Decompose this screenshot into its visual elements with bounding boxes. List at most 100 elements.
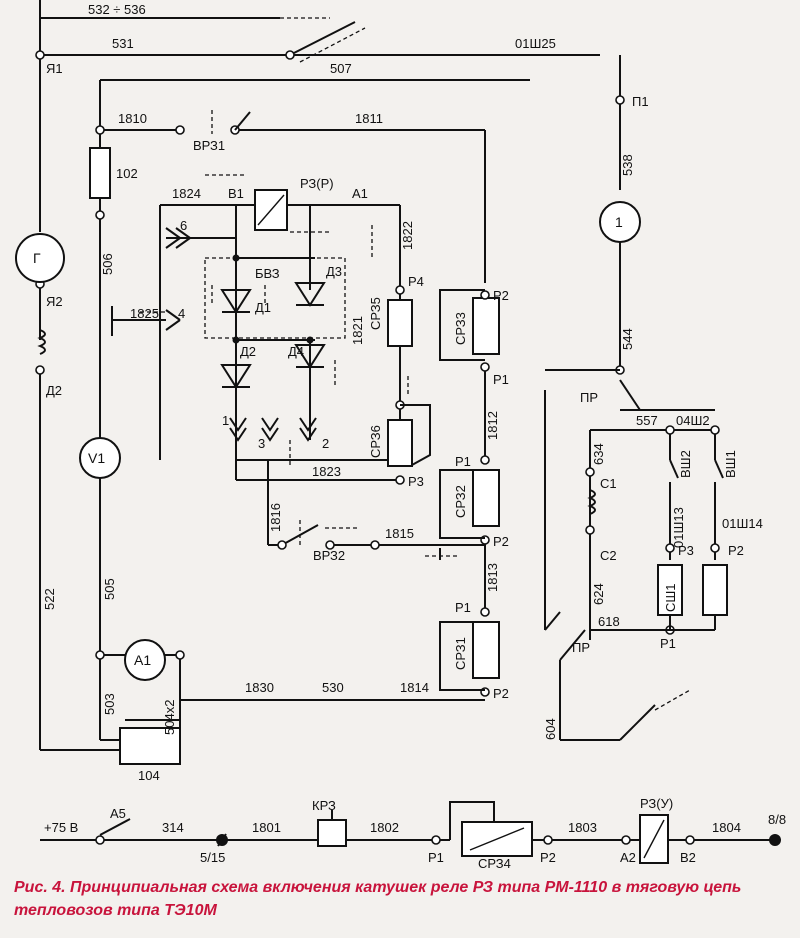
label-1801: 1801 <box>252 820 281 835</box>
label-p3-a: Р3 <box>408 474 424 489</box>
label-1811: 1811 <box>355 111 383 126</box>
resistors-srz5-srz6 <box>235 285 431 485</box>
label-p2-a: Р2 <box>493 288 509 303</box>
label-conn-3: 3 <box>258 436 265 451</box>
label-d1: Д1 <box>255 300 271 315</box>
label-ya2: Я2 <box>46 294 63 309</box>
label-conn-1: 1 <box>222 413 229 428</box>
figure-caption: Рис. 4. Принципиальная схема включения к… <box>14 879 742 919</box>
label-vsh2: ВШ2 <box>678 450 693 478</box>
label-1824: 1824 <box>172 186 201 201</box>
label-pr-2: ПР <box>572 640 590 655</box>
label-102: 102 <box>116 166 138 181</box>
wire-labels: 532 ÷ 536 531 01Ш25 507 1810 1811 102 50… <box>42 2 786 865</box>
label-604: 604 <box>543 718 558 740</box>
label-conn-2: 2 <box>322 436 329 451</box>
label-618: 618 <box>598 614 620 629</box>
label-d3: Д3 <box>326 264 342 279</box>
label-conn-4: 4 <box>178 306 185 321</box>
label-p1-a: Р1 <box>493 372 509 387</box>
label-srz2: СРЗ2 <box>453 485 468 518</box>
label-p2-s: Р2 <box>728 543 744 558</box>
label-srz6: СРЗ6 <box>368 425 383 458</box>
label-1821: 1821 <box>350 316 365 345</box>
label-vrz1: ВРЗ1 <box>193 138 225 153</box>
label-a1-meter: A1 <box>134 652 151 668</box>
label-p1-d: Р1 <box>428 850 444 865</box>
label-bvz: БВЗ <box>255 266 280 281</box>
label-504x2: 504x2 <box>162 700 177 735</box>
label-d4: Д4 <box>288 344 304 359</box>
motor-circuit <box>544 95 728 741</box>
label-557: 557 <box>636 413 658 428</box>
generator-g <box>15 233 65 283</box>
label-01sh13: 01Ш13 <box>671 507 686 548</box>
switch-507 <box>289 21 366 63</box>
label-507: 507 <box>330 61 352 76</box>
label-1810: 1810 <box>118 111 147 126</box>
label-505: 505 <box>102 578 117 600</box>
label-p2-d: Р2 <box>540 850 556 865</box>
label-b2: В2 <box>680 850 696 865</box>
label-532-536: 532 ÷ 536 <box>88 2 146 17</box>
label-531: 531 <box>112 36 134 51</box>
label-1802: 1802 <box>370 820 399 835</box>
label-522: 522 <box>42 588 57 610</box>
label-530: 530 <box>322 680 344 695</box>
label-pr: ПР <box>580 390 598 405</box>
label-srz5: СРЗ5 <box>368 297 383 330</box>
component-labels: Я1 Я2 Д2 Г V1 A1 104 ВРЗ1 ВРЗ2 В1 РЗ(Р) … <box>33 61 744 871</box>
field-winding <box>37 329 46 355</box>
label-506: 506 <box>100 253 115 275</box>
ammeter-a1 <box>124 639 166 681</box>
label-c1: С1 <box>600 476 617 491</box>
label-104: 104 <box>138 768 160 783</box>
label-rzu: РЗ(У) <box>640 796 673 811</box>
label-04sh2: 04Ш2 <box>676 413 710 428</box>
label-d2: Д2 <box>240 344 256 359</box>
label-314: 314 <box>162 820 184 835</box>
label-vsh1: ВШ1 <box>723 450 738 478</box>
label-1815: 1815 <box>385 526 414 541</box>
label-rzr: РЗ(Р) <box>300 176 334 191</box>
label-p1-switch: П1 <box>632 94 649 109</box>
label-b1: В1 <box>228 186 244 201</box>
label-1803: 1803 <box>568 820 597 835</box>
label-srz4: СРЗ4 <box>478 856 511 871</box>
label-r1-s: Р1 <box>660 636 676 651</box>
label-p2-b: Р2 <box>493 534 509 549</box>
label-p1-c: Р1 <box>455 600 471 615</box>
label-1816: 1816 <box>268 503 283 532</box>
label-01sh25: 01Ш25 <box>515 36 556 51</box>
label-srz3: СРЗ3 <box>453 312 468 345</box>
pins-left <box>35 50 295 660</box>
label-c2: С2 <box>600 548 617 563</box>
label-srz1: СРЗ1 <box>453 637 468 670</box>
label-krz: КРЗ <box>312 798 336 813</box>
label-supply: +75 В <box>44 820 78 835</box>
label-1825: 1825 <box>130 306 159 321</box>
label-vrz2: ВРЗ2 <box>313 548 345 563</box>
label-a2: А2 <box>620 850 636 865</box>
label-p4: Р4 <box>408 274 424 289</box>
label-p3-s: Р3 <box>678 543 694 558</box>
label-634: 634 <box>591 443 606 465</box>
series-resistors <box>439 130 500 697</box>
resistor-102 <box>89 147 111 199</box>
voltmeter-v1 <box>79 437 121 479</box>
label-01sh14: 01Ш14 <box>722 516 763 531</box>
label-1813: 1813 <box>485 563 500 592</box>
label-1823: 1823 <box>312 464 341 479</box>
label-ssh1: СШ1 <box>663 583 678 612</box>
label-1804: 1804 <box>712 820 741 835</box>
label-538: 538 <box>620 154 635 176</box>
label-conn-6: 6 <box>180 218 187 233</box>
label-p1-b: Р1 <box>455 454 471 469</box>
bottom-row <box>40 801 781 864</box>
label-544: 544 <box>620 328 635 350</box>
label-1830: 1830 <box>245 680 274 695</box>
label-d2-left: Д2 <box>46 383 62 398</box>
label-v1: V1 <box>88 450 105 466</box>
